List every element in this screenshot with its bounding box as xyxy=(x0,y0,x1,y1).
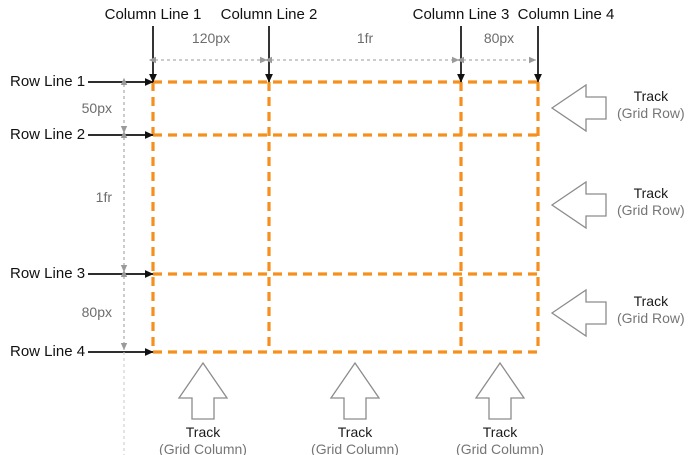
row-line-2-label: Row Line 2 xyxy=(10,126,86,143)
row-track-label-1-sub: (Grid Row) xyxy=(617,104,685,121)
column-track-label-3: Track (Grid Column) xyxy=(456,424,544,455)
column-size-label-2: 1fr xyxy=(356,30,374,46)
row-size-label-1: 50px xyxy=(81,100,112,116)
grid-lines-group xyxy=(151,80,540,354)
column-track-label-2-sub: (Grid Column) xyxy=(311,440,399,455)
column-size-label-3: 80px xyxy=(483,30,515,46)
row-line-1-label: Row Line 1 xyxy=(10,73,86,90)
column-track-label-3-sub: (Grid Column) xyxy=(456,440,544,455)
column-track-arrow-2 xyxy=(329,361,381,420)
column-track-arrow-1 xyxy=(177,361,229,420)
column-track-label-1-sub: (Grid Column) xyxy=(159,440,247,455)
column-track-label-1-main: Track xyxy=(185,424,221,440)
row-track-label-3-main: Track xyxy=(633,293,669,309)
row-track-arrow-1 xyxy=(550,83,607,133)
row-track-label-1-main: Track xyxy=(633,88,669,104)
column-size-label-1: 120px xyxy=(191,30,231,46)
column-track-arrows xyxy=(177,361,526,420)
column-track-label-2-main: Track xyxy=(337,424,373,440)
row-track-label-3-sub: (Grid Row) xyxy=(617,309,685,326)
row-track-label-3: Track (Grid Row) xyxy=(617,293,685,326)
column-track-label-3-main: Track xyxy=(482,424,518,440)
column-line-4-label: Column Line 4 xyxy=(517,6,615,23)
row-track-label-2-sub: (Grid Row) xyxy=(617,201,685,218)
row-line-3-label: Row Line 3 xyxy=(10,265,86,282)
row-line-4-label: Row Line 4 xyxy=(10,343,86,360)
row-track-arrows xyxy=(550,83,607,338)
row-track-label-2-main: Track xyxy=(633,185,669,201)
column-line-1-label: Column Line 1 xyxy=(104,6,202,23)
column-line-3-label: Column Line 3 xyxy=(412,6,510,23)
column-track-label-1: Track (Grid Column) xyxy=(159,424,247,455)
line-pointer-arrows xyxy=(88,26,542,356)
row-size-label-2: 1fr xyxy=(95,189,112,205)
column-line-2-label: Column Line 2 xyxy=(220,6,318,23)
row-track-arrow-2 xyxy=(550,180,607,230)
column-track-arrow-3 xyxy=(474,361,526,420)
dimension-lines xyxy=(120,56,537,351)
column-track-label-2: Track (Grid Column) xyxy=(311,424,399,455)
row-size-label-3: 80px xyxy=(81,304,112,320)
row-track-label-1: Track (Grid Row) xyxy=(617,88,685,121)
row-track-label-2: Track (Grid Row) xyxy=(617,185,685,218)
row-track-arrow-3 xyxy=(550,288,607,338)
